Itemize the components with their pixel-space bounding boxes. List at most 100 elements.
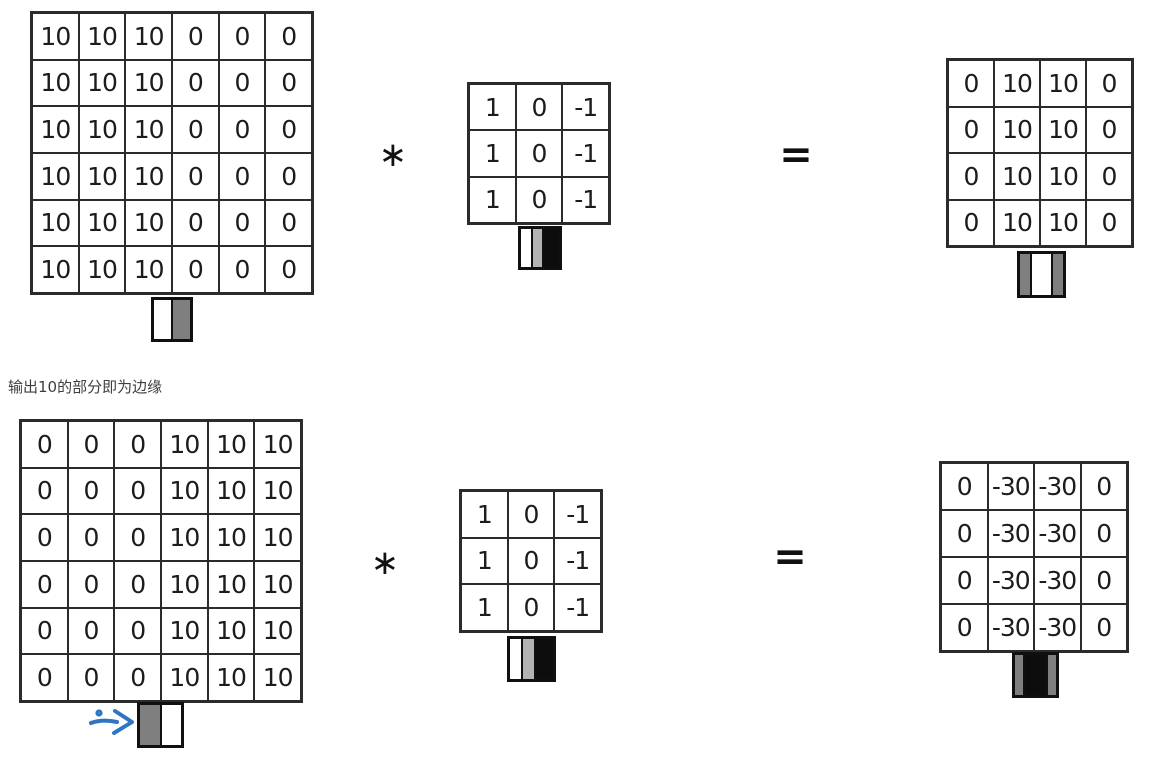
matrix-cell: 0 xyxy=(172,59,219,107)
blue-arrow-icon xyxy=(89,709,134,735)
matrix-cell: 10 xyxy=(125,59,172,107)
matrix-cell: 0 xyxy=(172,246,219,293)
equals-operator-1: = xyxy=(779,132,813,178)
matrix-cell: 10 xyxy=(254,561,301,608)
matrix-cell: 10 xyxy=(207,467,255,515)
matrix-cell: 0 xyxy=(218,13,266,60)
shade-strip xyxy=(171,300,190,339)
shade-strip xyxy=(140,705,160,745)
matrix-cell: 10 xyxy=(32,106,79,153)
matrix-cell: 10 xyxy=(78,153,126,200)
shade-strip xyxy=(1045,655,1056,695)
matrix-cell: 0 xyxy=(21,514,68,561)
matrix-cell: -30 xyxy=(987,463,1034,510)
matrix-cell: 0 xyxy=(114,561,161,608)
shade-strip xyxy=(1051,254,1063,295)
matrix-cell: 10 xyxy=(254,467,301,515)
matrix-cell: -30 xyxy=(987,510,1034,557)
matrix-cell: 0 xyxy=(941,463,988,510)
matrix-cell: 0 xyxy=(1086,199,1132,246)
matrix-cell: 0 xyxy=(941,604,988,651)
matrix-cell: -30 xyxy=(987,557,1034,604)
matrix-cell: -30 xyxy=(1034,510,1081,557)
matrix-cell: 10 xyxy=(161,654,208,701)
shade-strip xyxy=(542,229,560,267)
matrix-cell: 0 xyxy=(515,84,563,131)
shade-strip xyxy=(1029,254,1052,295)
matrix-cell: 0 xyxy=(114,654,161,701)
kernel-image-thumbnail-2 xyxy=(507,636,556,682)
matrix-cell: 1 xyxy=(469,176,516,223)
matrix-cell: 0 xyxy=(948,106,994,153)
matrix-cell: 0 xyxy=(21,561,68,608)
matrix-cell: 0 xyxy=(265,246,312,293)
matrix-cell: 0 xyxy=(941,510,988,557)
matrix-cell: 0 xyxy=(67,561,115,608)
matrix-cell: 10 xyxy=(78,59,126,107)
matrix-cell: 0 xyxy=(218,59,266,107)
matrix-cell: 10 xyxy=(125,199,172,247)
matrix-cell: 10 xyxy=(161,514,208,561)
matrix-cell: 0 xyxy=(948,199,994,246)
matrix-cell: 10 xyxy=(161,467,208,515)
matrix-cell: 10 xyxy=(207,607,255,655)
matrix-cell: 10 xyxy=(1040,199,1086,246)
matrix-cell: 0 xyxy=(67,607,115,655)
input-image-thumbnail-2 xyxy=(137,702,184,748)
kernel-image-thumbnail-1 xyxy=(518,226,562,270)
matrix-cell: 10 xyxy=(1040,60,1086,107)
shade-strip xyxy=(1020,254,1030,295)
matrix-cell: 0 xyxy=(114,514,161,561)
matrix-cell: 0 xyxy=(265,199,312,247)
matrix-cell: 10 xyxy=(161,421,208,468)
matrix-cell: 10 xyxy=(254,607,301,655)
matrix-cell: 10 xyxy=(254,421,301,468)
matrix-cell: 0 xyxy=(67,421,115,468)
matrix-cell: 10 xyxy=(161,607,208,655)
matrix-cell: 1 xyxy=(461,584,508,631)
matrix-cell: -30 xyxy=(1034,463,1081,510)
matrix-cell: 0 xyxy=(1086,153,1132,200)
convolution-operator-2: ∗ xyxy=(370,543,400,583)
matrix-cell: 0 xyxy=(507,537,555,585)
matrix-cell: 1 xyxy=(469,130,516,177)
matrix-cell: 10 xyxy=(32,13,79,60)
matrix-cell: 10 xyxy=(78,13,126,60)
matrix-cell: 0 xyxy=(21,607,68,655)
blue-arrow-strokes xyxy=(89,709,134,735)
matrix-cell: 10 xyxy=(32,199,79,247)
matrix-cell: 10 xyxy=(125,106,172,153)
matrix-cell: 0 xyxy=(507,584,555,631)
matrix-cell: 10 xyxy=(161,561,208,608)
matrix-cell: 0 xyxy=(515,176,563,223)
matrix-cell: 0 xyxy=(265,153,312,200)
matrix-cell: 10 xyxy=(78,106,126,153)
matrix-cell: 0 xyxy=(218,106,266,153)
matrix-cell: 10 xyxy=(32,153,79,200)
matrix-cell: 0 xyxy=(1080,604,1127,651)
output-image-thumbnail-1 xyxy=(1017,251,1066,298)
matrix-cell: 10 xyxy=(78,199,126,247)
matrix-cell: 10 xyxy=(254,654,301,701)
matrix-cell: 0 xyxy=(515,130,563,177)
matrix-cell: 10 xyxy=(207,561,255,608)
matrix-cell: 10 xyxy=(1040,106,1086,153)
matrix-cell: 0 xyxy=(507,491,555,538)
matrix-cell: 10 xyxy=(1040,153,1086,200)
matrix-cell: 0 xyxy=(172,106,219,153)
shade-strip xyxy=(1015,655,1024,695)
matrix-cell: 0 xyxy=(67,514,115,561)
matrix-cell: 0 xyxy=(218,246,266,293)
matrix-cell: -30 xyxy=(1034,557,1081,604)
shade-strip xyxy=(530,229,543,267)
matrix-cell: -1 xyxy=(554,537,601,585)
matrix-cell: 0 xyxy=(941,557,988,604)
matrix-cell: 0 xyxy=(172,199,219,247)
matrix-cell: 0 xyxy=(1080,463,1127,510)
shade-strip xyxy=(510,639,522,679)
matrix-cell: 0 xyxy=(67,467,115,515)
matrix-cell: 10 xyxy=(207,514,255,561)
